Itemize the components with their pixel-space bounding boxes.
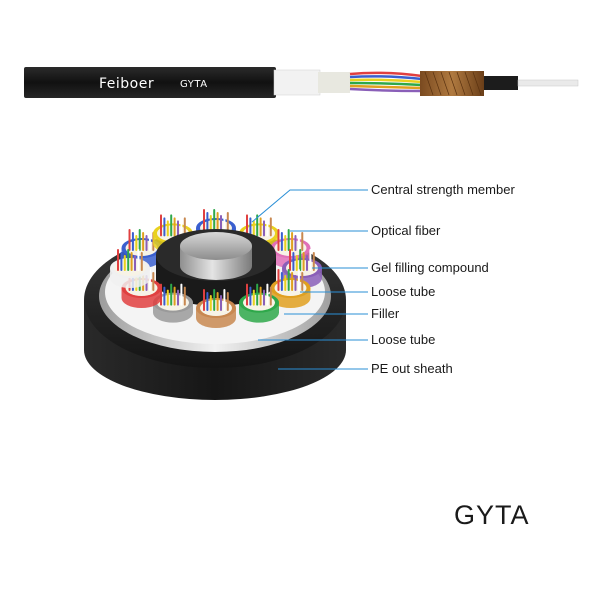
loose-tube (110, 249, 150, 288)
leader-lines (251, 189, 368, 370)
stripped-sheath-white (273, 69, 321, 96)
inner-core-black (484, 76, 518, 90)
loose-tube (239, 283, 279, 323)
label-central-strength-member: Central strength member (371, 182, 515, 197)
steel-tape-layer (318, 72, 350, 93)
leader-central-strength-member (251, 189, 368, 223)
loose-tubes-front (110, 249, 322, 328)
loose-tube (196, 289, 236, 328)
central-member-tail (517, 79, 579, 87)
cross-section-view (84, 209, 346, 400)
cable-length-view (24, 67, 579, 98)
outer-jacket (24, 67, 276, 98)
label-gel-filling-compound: Gel filling compound (371, 260, 489, 275)
loose-tube (270, 269, 311, 308)
label-optical-fiber: Optical fiber (371, 223, 441, 238)
label-filler: Filler (371, 306, 400, 321)
model-title: GYTA (454, 500, 530, 530)
label-loose-tube-inner: Loose tube (371, 284, 436, 299)
central-strength-member-top (180, 232, 252, 260)
copper-strength-strands (420, 71, 484, 96)
cable-brand-print: Feiboer (99, 76, 155, 92)
label-pe-out-sheath: PE out sheath (371, 361, 453, 376)
cable-model-print: GYTA (180, 79, 208, 90)
colored-tubes-strand (349, 71, 423, 93)
copper-strand-lines (424, 71, 482, 96)
label-loose-tube-outer: Loose tube (371, 332, 436, 347)
